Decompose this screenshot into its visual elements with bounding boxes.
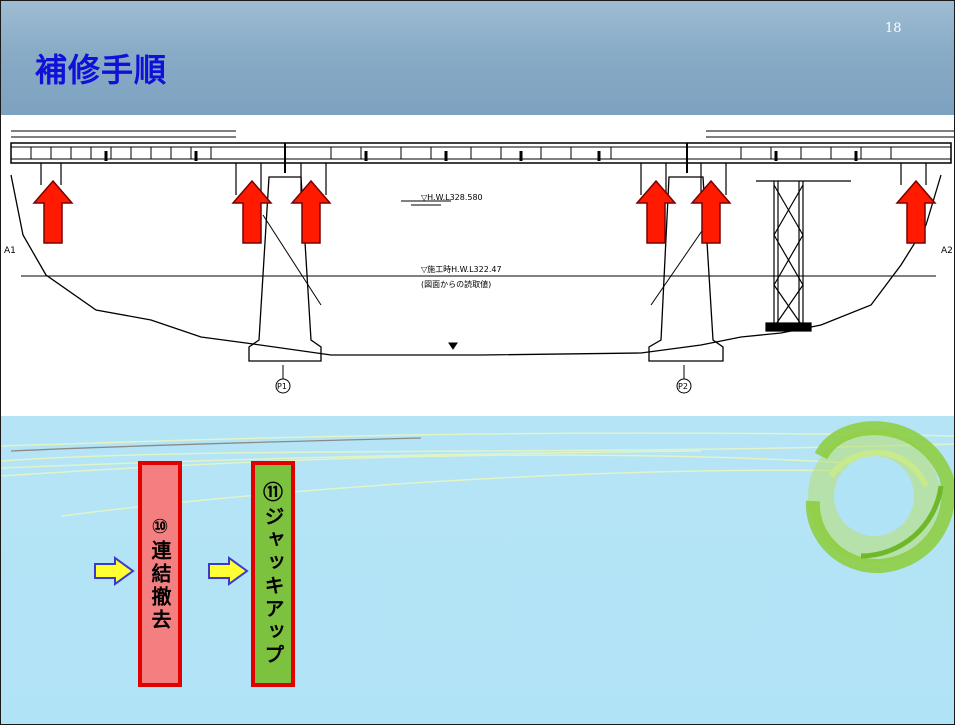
slide-title: 補修手順 — [35, 51, 168, 89]
ground-profile — [10, 174, 942, 356]
up-arrow-icon — [690, 179, 732, 244]
pier-p1-label: P1 — [277, 382, 287, 391]
upper-water-level-label: ▽H.W.L328.580 — [421, 193, 483, 202]
right-arrow-icon — [94, 556, 135, 586]
up-arrow-icon — [32, 179, 74, 244]
construction-note-label: (図面からの読取値) — [421, 279, 491, 289]
swirl-logo-icon — [805, 421, 954, 574]
temporary-bent — [756, 180, 851, 332]
deck-girder — [10, 142, 952, 164]
step-10-label: 連結撤去 — [148, 540, 172, 632]
step-11-label: ジャッキアップ — [261, 505, 285, 667]
slide-header: 補修手順 18 — [1, 1, 954, 115]
pier-p2-label: P2 — [678, 382, 688, 391]
up-arrow-icon — [290, 179, 332, 244]
step-10-box: ⑩ 連結撤去 — [138, 461, 182, 687]
abutment-a1-label: A1 — [4, 246, 16, 256]
jack-arrows — [32, 179, 937, 244]
steps-panel: ⑩ 連結撤去 ⑪ ジャッキアップ — [1, 416, 954, 724]
up-arrow-icon — [895, 179, 937, 244]
right-arrow-icon — [208, 556, 249, 586]
up-arrow-icon — [635, 179, 677, 244]
bridge-elevation-diagram: A1 A2 P1 P2 ▽H.W.L328.580 ▽施工時H.W.L322.4… — [4, 130, 954, 394]
step-11-box: ⑪ ジャッキアップ — [251, 461, 295, 687]
step-11-number: ⑪ — [263, 479, 283, 504]
abutment-a2-label: A2 — [941, 246, 953, 256]
construction-water-level-label: ▽施工時H.W.L322.47 — [421, 264, 502, 274]
up-arrow-icon — [231, 179, 273, 244]
bridge-drawing: A1 A2 P1 P2 ▽H.W.L328.580 ▽施工時H.W.L322.4… — [1, 115, 954, 416]
slide-number: 18 — [885, 21, 902, 36]
step-10-number: ⑩ — [151, 514, 169, 538]
